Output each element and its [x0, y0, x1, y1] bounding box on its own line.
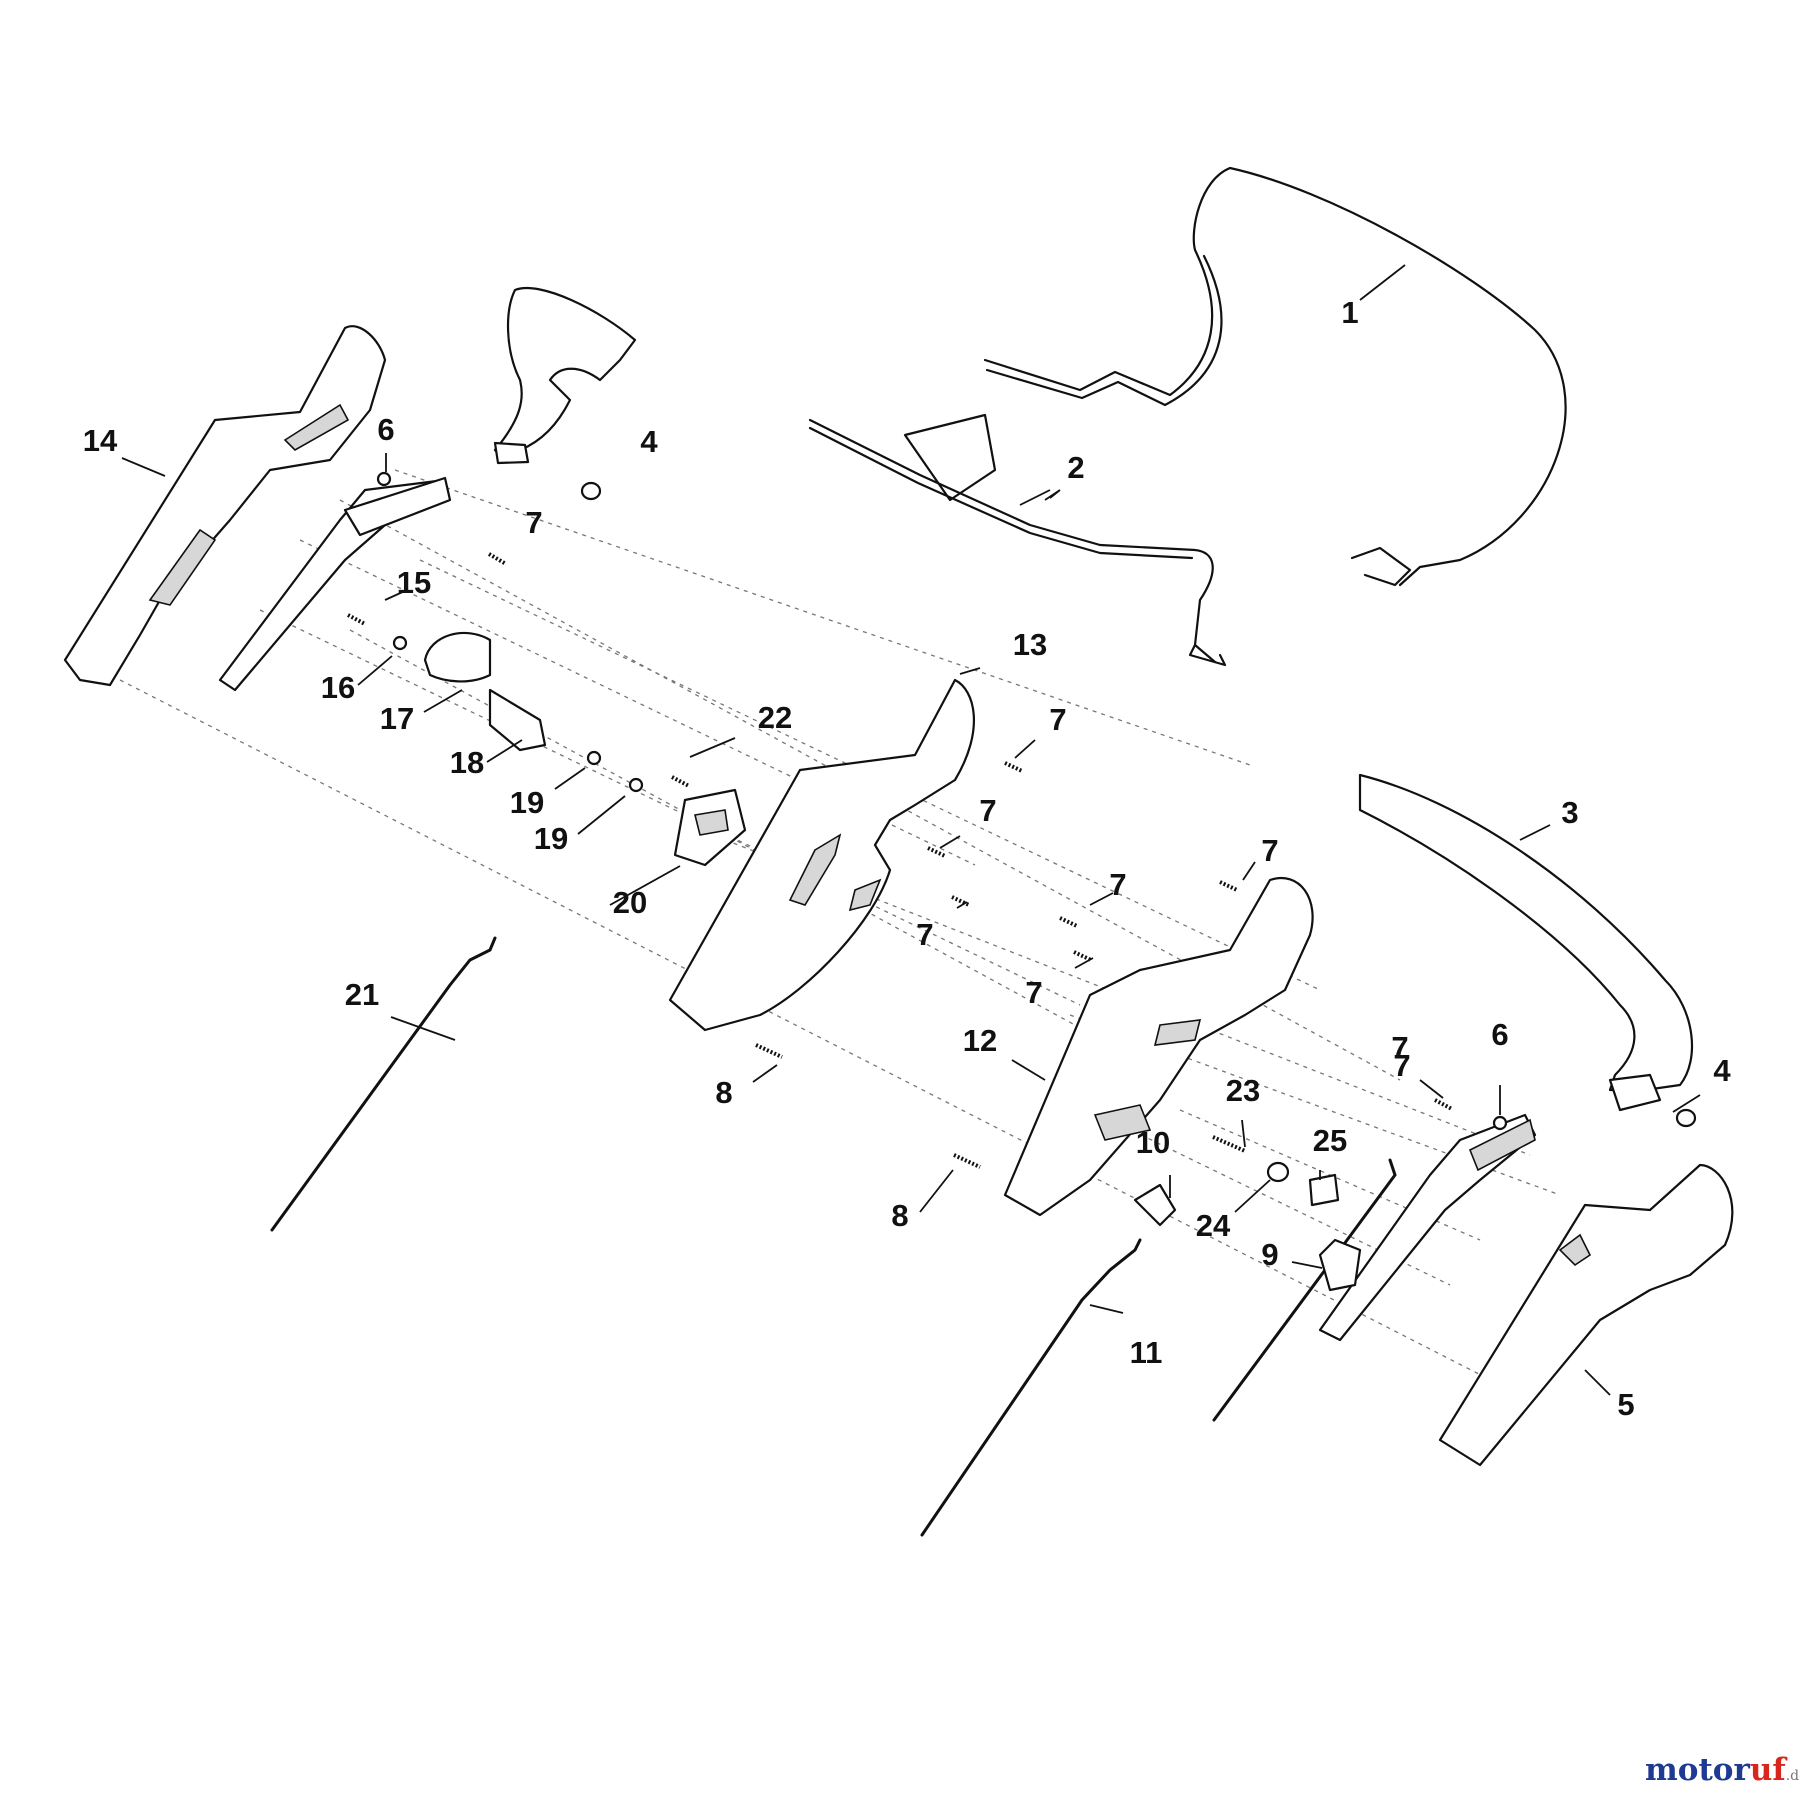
callout-13: 13 [1013, 627, 1047, 662]
callout-7-g: 7 [1025, 975, 1042, 1010]
part-4-plug-left [580, 481, 602, 501]
watermark-accent: uf [1749, 1752, 1786, 1788]
part-20-clip [673, 788, 747, 867]
part-12-right-cover [1003, 877, 1314, 1217]
part-1-handle-bar [983, 166, 1567, 587]
callout-15: 15 [397, 565, 431, 600]
part-11-cable [920, 1238, 1142, 1537]
callout-7-h: 7 [1393, 1048, 1410, 1083]
callout-7-c: 7 [979, 793, 996, 828]
part-17-knob [423, 631, 492, 683]
part-10-bracket [1133, 1183, 1177, 1227]
part-24-bushing [1266, 1161, 1290, 1183]
callout-6-left: 6 [377, 412, 394, 447]
callout-14: 14 [83, 423, 118, 458]
part-5-right-cover [1438, 1163, 1734, 1467]
callout-24: 24 [1196, 1208, 1231, 1243]
callout-3: 3 [1561, 795, 1578, 830]
callout-7-a: 7 [525, 505, 542, 540]
callout-23: 23 [1226, 1073, 1260, 1108]
callout-7-i: 7 [1391, 1030, 1408, 1065]
part-4-plug-right [1675, 1108, 1697, 1128]
part-3-right-handle-tube [1358, 773, 1694, 1112]
part-18-switch [488, 688, 547, 752]
watermark-logo: motoruf.de [1645, 1752, 1800, 1788]
callout-22: 22 [758, 700, 792, 735]
callout-7-e: 7 [1261, 833, 1278, 868]
callout-4-right: 4 [1713, 1053, 1731, 1088]
part-14-left-cover [63, 325, 387, 687]
callout-16: 16 [321, 670, 355, 705]
callout-17: 17 [380, 701, 414, 736]
part-6-nut-right [1492, 1115, 1508, 1131]
watermark-name: motor [1645, 1752, 1750, 1788]
callout-labels: 1 2 3 4 4 5 6 6 7 7 7 7 7 7 7 7 7 8 8 9 … [83, 295, 1732, 1422]
callout-9: 9 [1261, 1237, 1278, 1272]
callout-18: 18 [450, 745, 484, 780]
callout-2: 2 [1067, 450, 1084, 485]
part-16-washer [392, 635, 408, 651]
callout-7-f: 7 [1109, 867, 1126, 902]
callout-12: 12 [963, 1023, 997, 1058]
part-25-sleeve [1308, 1173, 1340, 1207]
screws [347, 552, 1453, 1169]
part-13-centre-cover [668, 678, 975, 1032]
callout-6-right: 6 [1491, 1017, 1508, 1052]
part-9-cable [1212, 1158, 1397, 1422]
callout-11: 11 [1130, 1335, 1163, 1370]
callout-19-b: 19 [534, 821, 568, 856]
part-2-control-bar [808, 413, 1227, 667]
callout-10: 10 [1136, 1125, 1170, 1160]
callout-7-b: 7 [1049, 702, 1066, 737]
callout-5: 5 [1617, 1387, 1634, 1422]
right-inner-bracket [1318, 1113, 1537, 1342]
part-19-washer-a [586, 750, 602, 766]
callout-7-d: 7 [916, 917, 933, 952]
callout-25: 25 [1313, 1123, 1347, 1158]
part-21-cable [270, 936, 497, 1232]
left-handle-tube [493, 287, 637, 465]
watermark-suffix: .de [1785, 1768, 1800, 1784]
part-6-nut-left [376, 471, 392, 487]
callout-8-right: 8 [891, 1198, 908, 1233]
callout-8-left: 8 [715, 1075, 732, 1110]
callout-19-a: 19 [510, 785, 544, 820]
callout-20: 20 [613, 885, 647, 920]
left-inner-bracket [218, 476, 452, 692]
callout-4-left: 4 [640, 424, 658, 459]
callout-1: 1 [1341, 295, 1358, 330]
part-19-washer-b [628, 777, 644, 793]
leader-lines [121, 264, 1701, 1396]
callout-21: 21 [345, 977, 379, 1012]
